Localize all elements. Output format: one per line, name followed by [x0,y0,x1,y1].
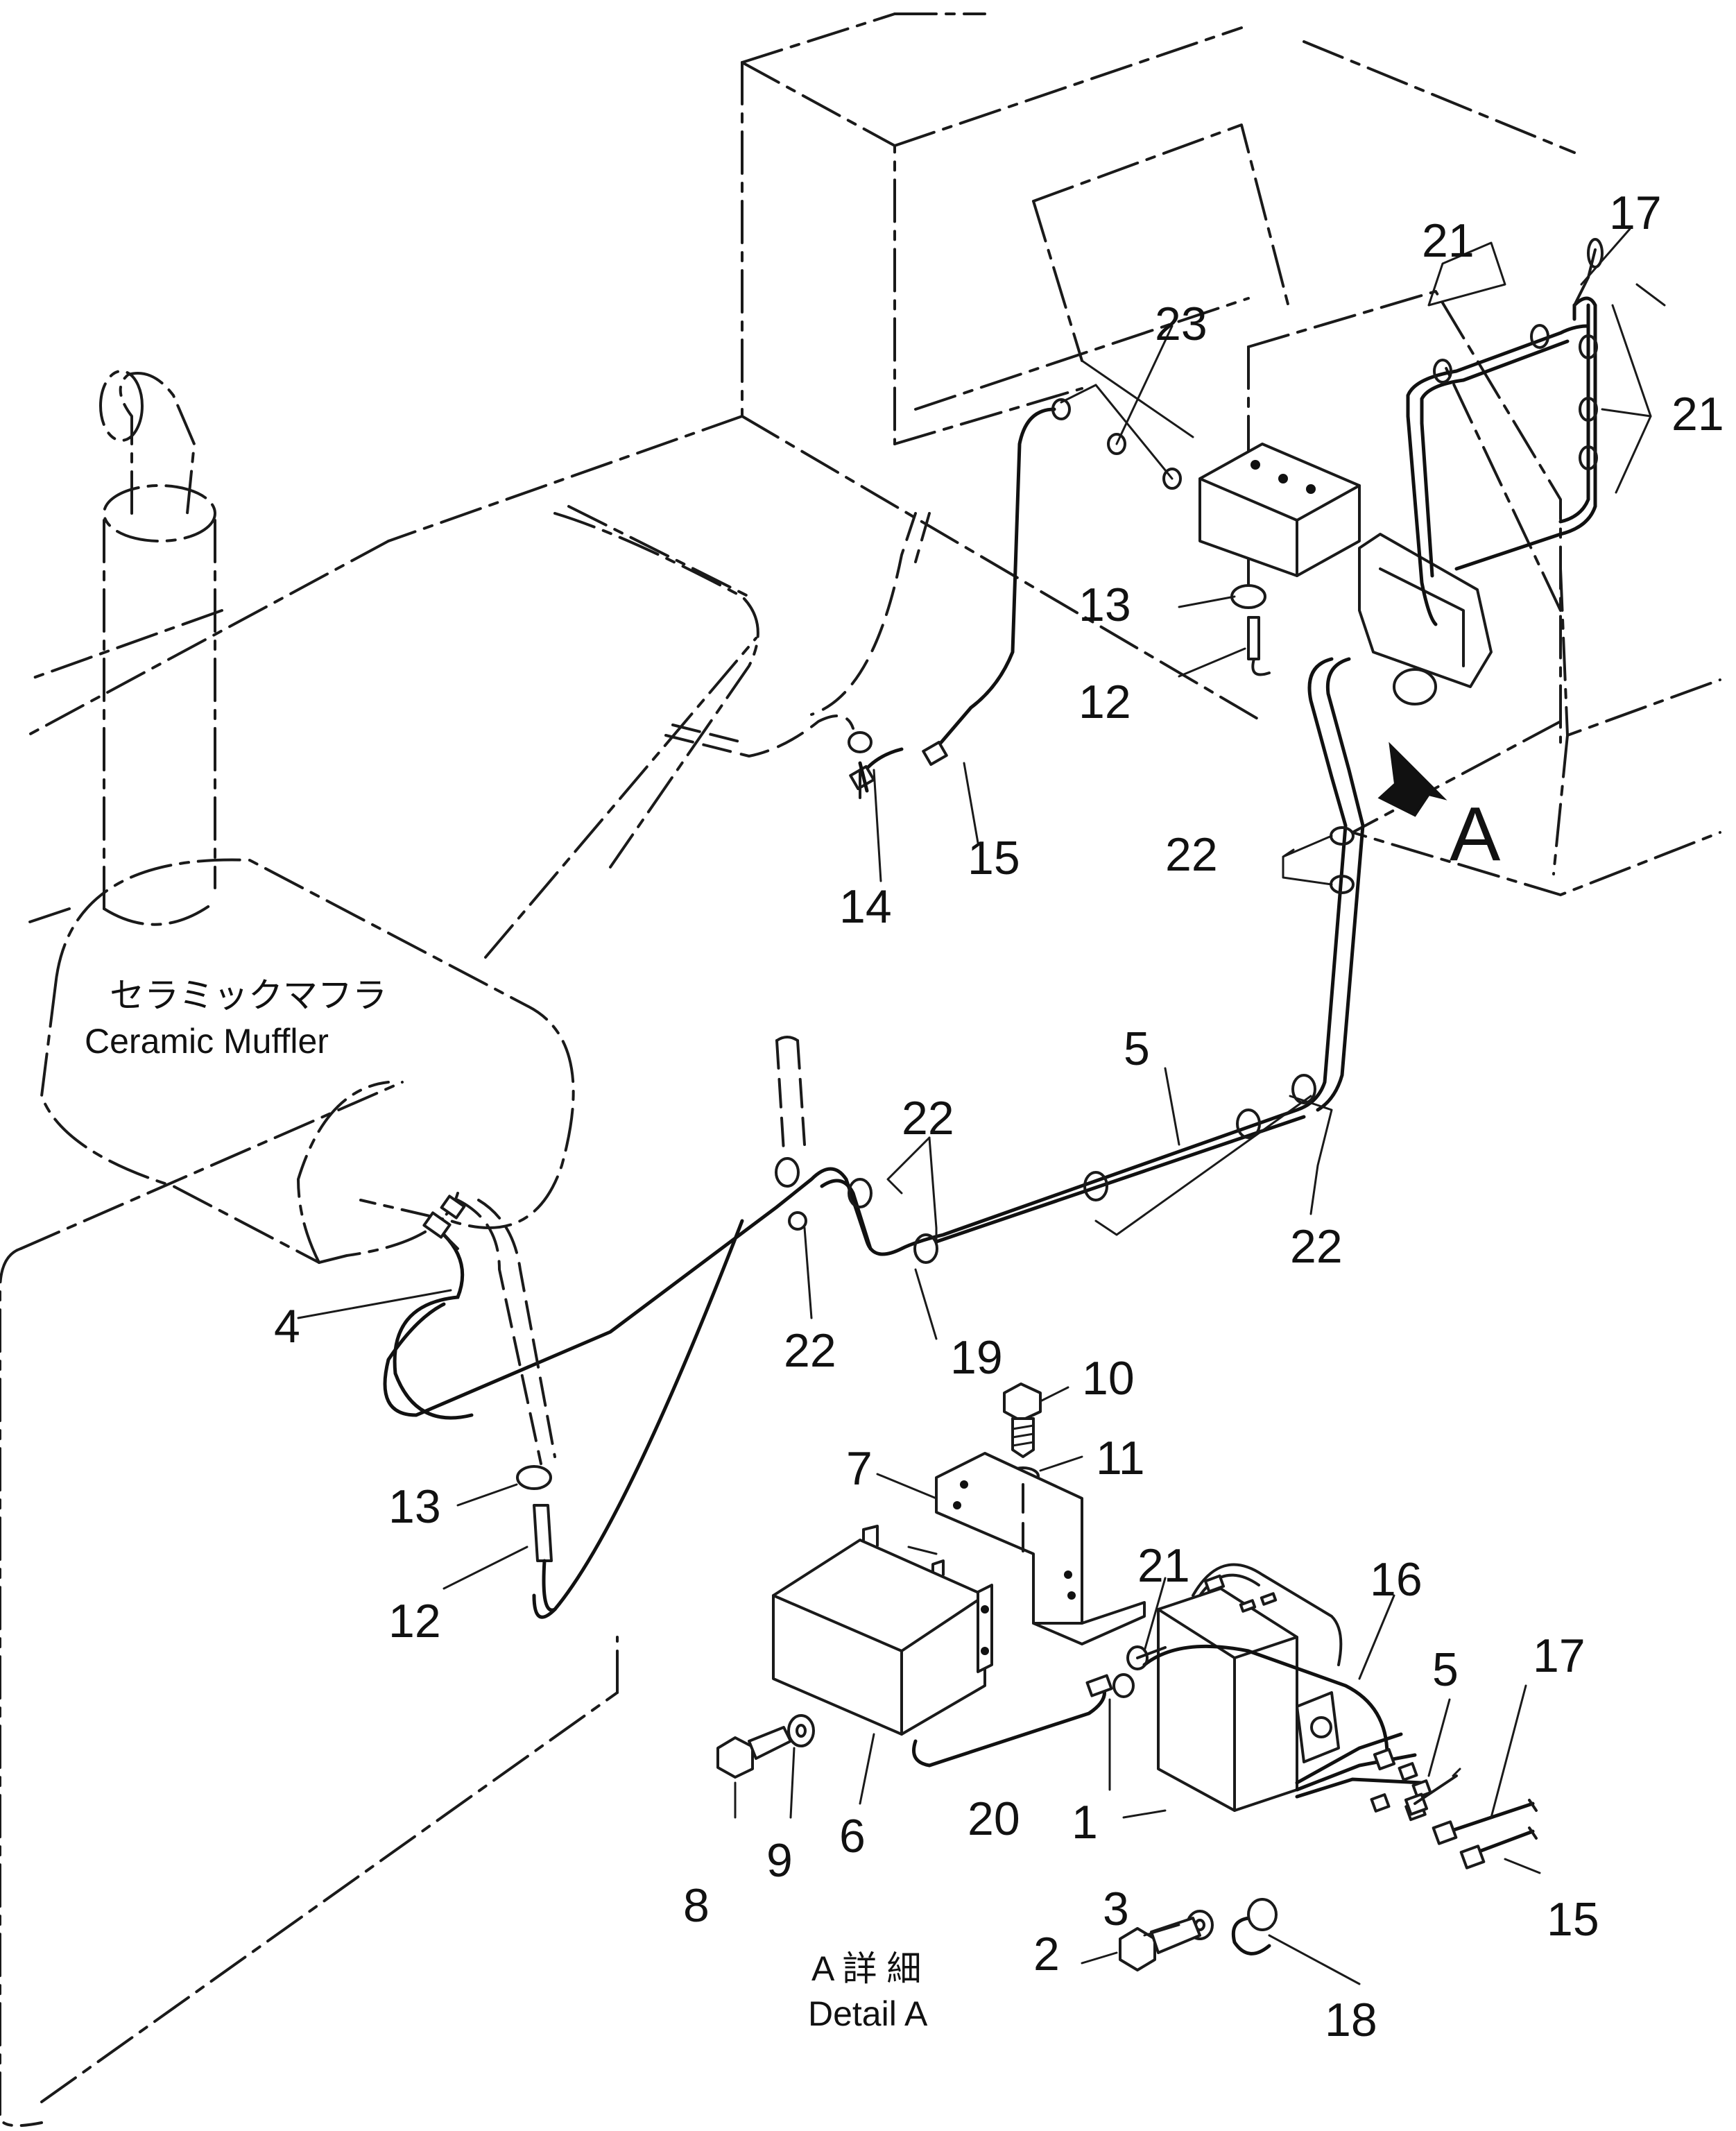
callout-16: 16 [1370,1553,1423,1606]
detail-a-label-jp: A 詳 細 [811,1949,921,1988]
sensor-lead-4 [393,1195,474,1420]
leader-lines [297,228,1666,1985]
muffler-label-jp: セラミックマフラ [110,976,387,1015]
callout-17-detail: 17 [1533,1629,1585,1682]
callout-13-lower: 13 [388,1480,441,1533]
callout-2: 2 [1033,1928,1060,1980]
callout-21-detail: 21 [1137,1539,1190,1592]
part-21-clip-detail [1126,1645,1167,1670]
part-14-connector [848,731,873,753]
callout-11: 11 [1096,1432,1145,1484]
part-13-clamp-lower [516,1465,552,1490]
harness-main-route [383,657,1365,1417]
callout-9: 9 [766,1834,793,1887]
callout-8: 8 [683,1879,710,1932]
muffler-label-en: Ceramic Muffler [85,1022,329,1061]
callout-20: 20 [968,1792,1020,1845]
detail-a-label-en: Detail A [808,1994,928,2033]
callout-22-mid: 22 [902,1092,954,1145]
part-12-hose-upper [1247,616,1271,676]
callout-12-lower: 12 [388,1595,441,1648]
callout-1: 1 [1072,1796,1098,1849]
part-5-connector-detail [1404,1768,1461,1816]
callout-17-upper: 17 [1609,187,1662,239]
callout-7: 7 [846,1442,873,1495]
part-12-hose-lower [533,1504,557,1612]
pipe-dashed-12 [456,1036,806,1465]
callout-22-lower: 22 [784,1324,836,1377]
part-8-bolt [716,1726,792,1779]
part-18-connector [1232,1898,1278,1955]
text-labels: セラミックマフラ Ceramic Muffler A A 詳 細 Detail … [85,791,1501,2033]
machine-body-outline [0,12,1721,2128]
callout-12-upper: 12 [1078,676,1131,728]
callout-13-upper: 13 [1078,579,1131,631]
part-2-bolt [1119,1917,1201,1971]
ceramic-muffler [40,370,575,1264]
callout-6: 6 [839,1810,866,1863]
view-a-letter: A [1450,791,1501,877]
callout-15-upper: 15 [968,832,1020,884]
callout-numbers: 17 21 21 23 13 12 22 14 15 5 22 22 22 19… [274,187,1724,2046]
callout-22-right: 22 [1165,828,1218,881]
part-9-washer [787,1714,815,1747]
part-1-controller [1157,1563,1343,1812]
callout-5-upper: 5 [1124,1022,1150,1075]
callout-22-lower-right: 22 [1290,1220,1343,1273]
part-13-clamp-upper [1230,584,1266,609]
part-10-bolt [1003,1383,1042,1458]
harness-15 [664,407,1056,799]
callout-18: 18 [1325,1994,1377,2046]
callout-5-detail: 5 [1432,1643,1459,1696]
callout-3: 3 [1103,1883,1129,1935]
part-7-bracket [935,1452,1146,1645]
harness-clips [775,324,1598,1264]
harness-upper-right [1406,238,1604,626]
callout-19: 19 [950,1331,1003,1384]
callout-14: 14 [839,880,892,933]
part-20-clip [912,1673,1135,1768]
callout-23: 23 [1155,298,1208,350]
controller-unit-upper [1358,533,1493,705]
callout-21-top: 21 [1422,214,1475,267]
view-a-arrow [1377,742,1447,817]
callout-4: 4 [274,1300,300,1353]
part-17-15-connectors [1432,1799,1538,1869]
callout-15-detail: 15 [1547,1893,1599,1946]
return-hose [532,1219,744,1619]
part-6-box [772,1525,993,1736]
callout-21-right: 21 [1671,388,1724,440]
valve-block [1198,443,1361,577]
callout-10: 10 [1082,1352,1135,1405]
